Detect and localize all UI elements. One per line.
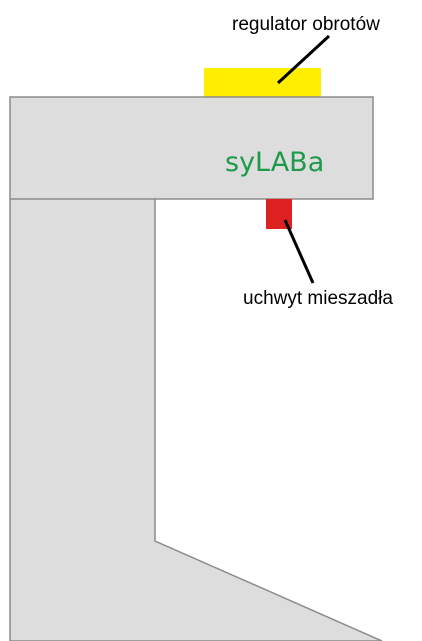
device-body bbox=[9, 96, 383, 641]
speed-regulator-block bbox=[204, 68, 321, 99]
holder-leader-line bbox=[283, 219, 315, 284]
holder-callout: uchwyt mieszadła bbox=[243, 288, 393, 309]
regulator-leader-line bbox=[276, 34, 331, 85]
regulator-callout: regulator obrotów bbox=[232, 14, 380, 35]
brand-label: syLABa bbox=[225, 147, 324, 178]
